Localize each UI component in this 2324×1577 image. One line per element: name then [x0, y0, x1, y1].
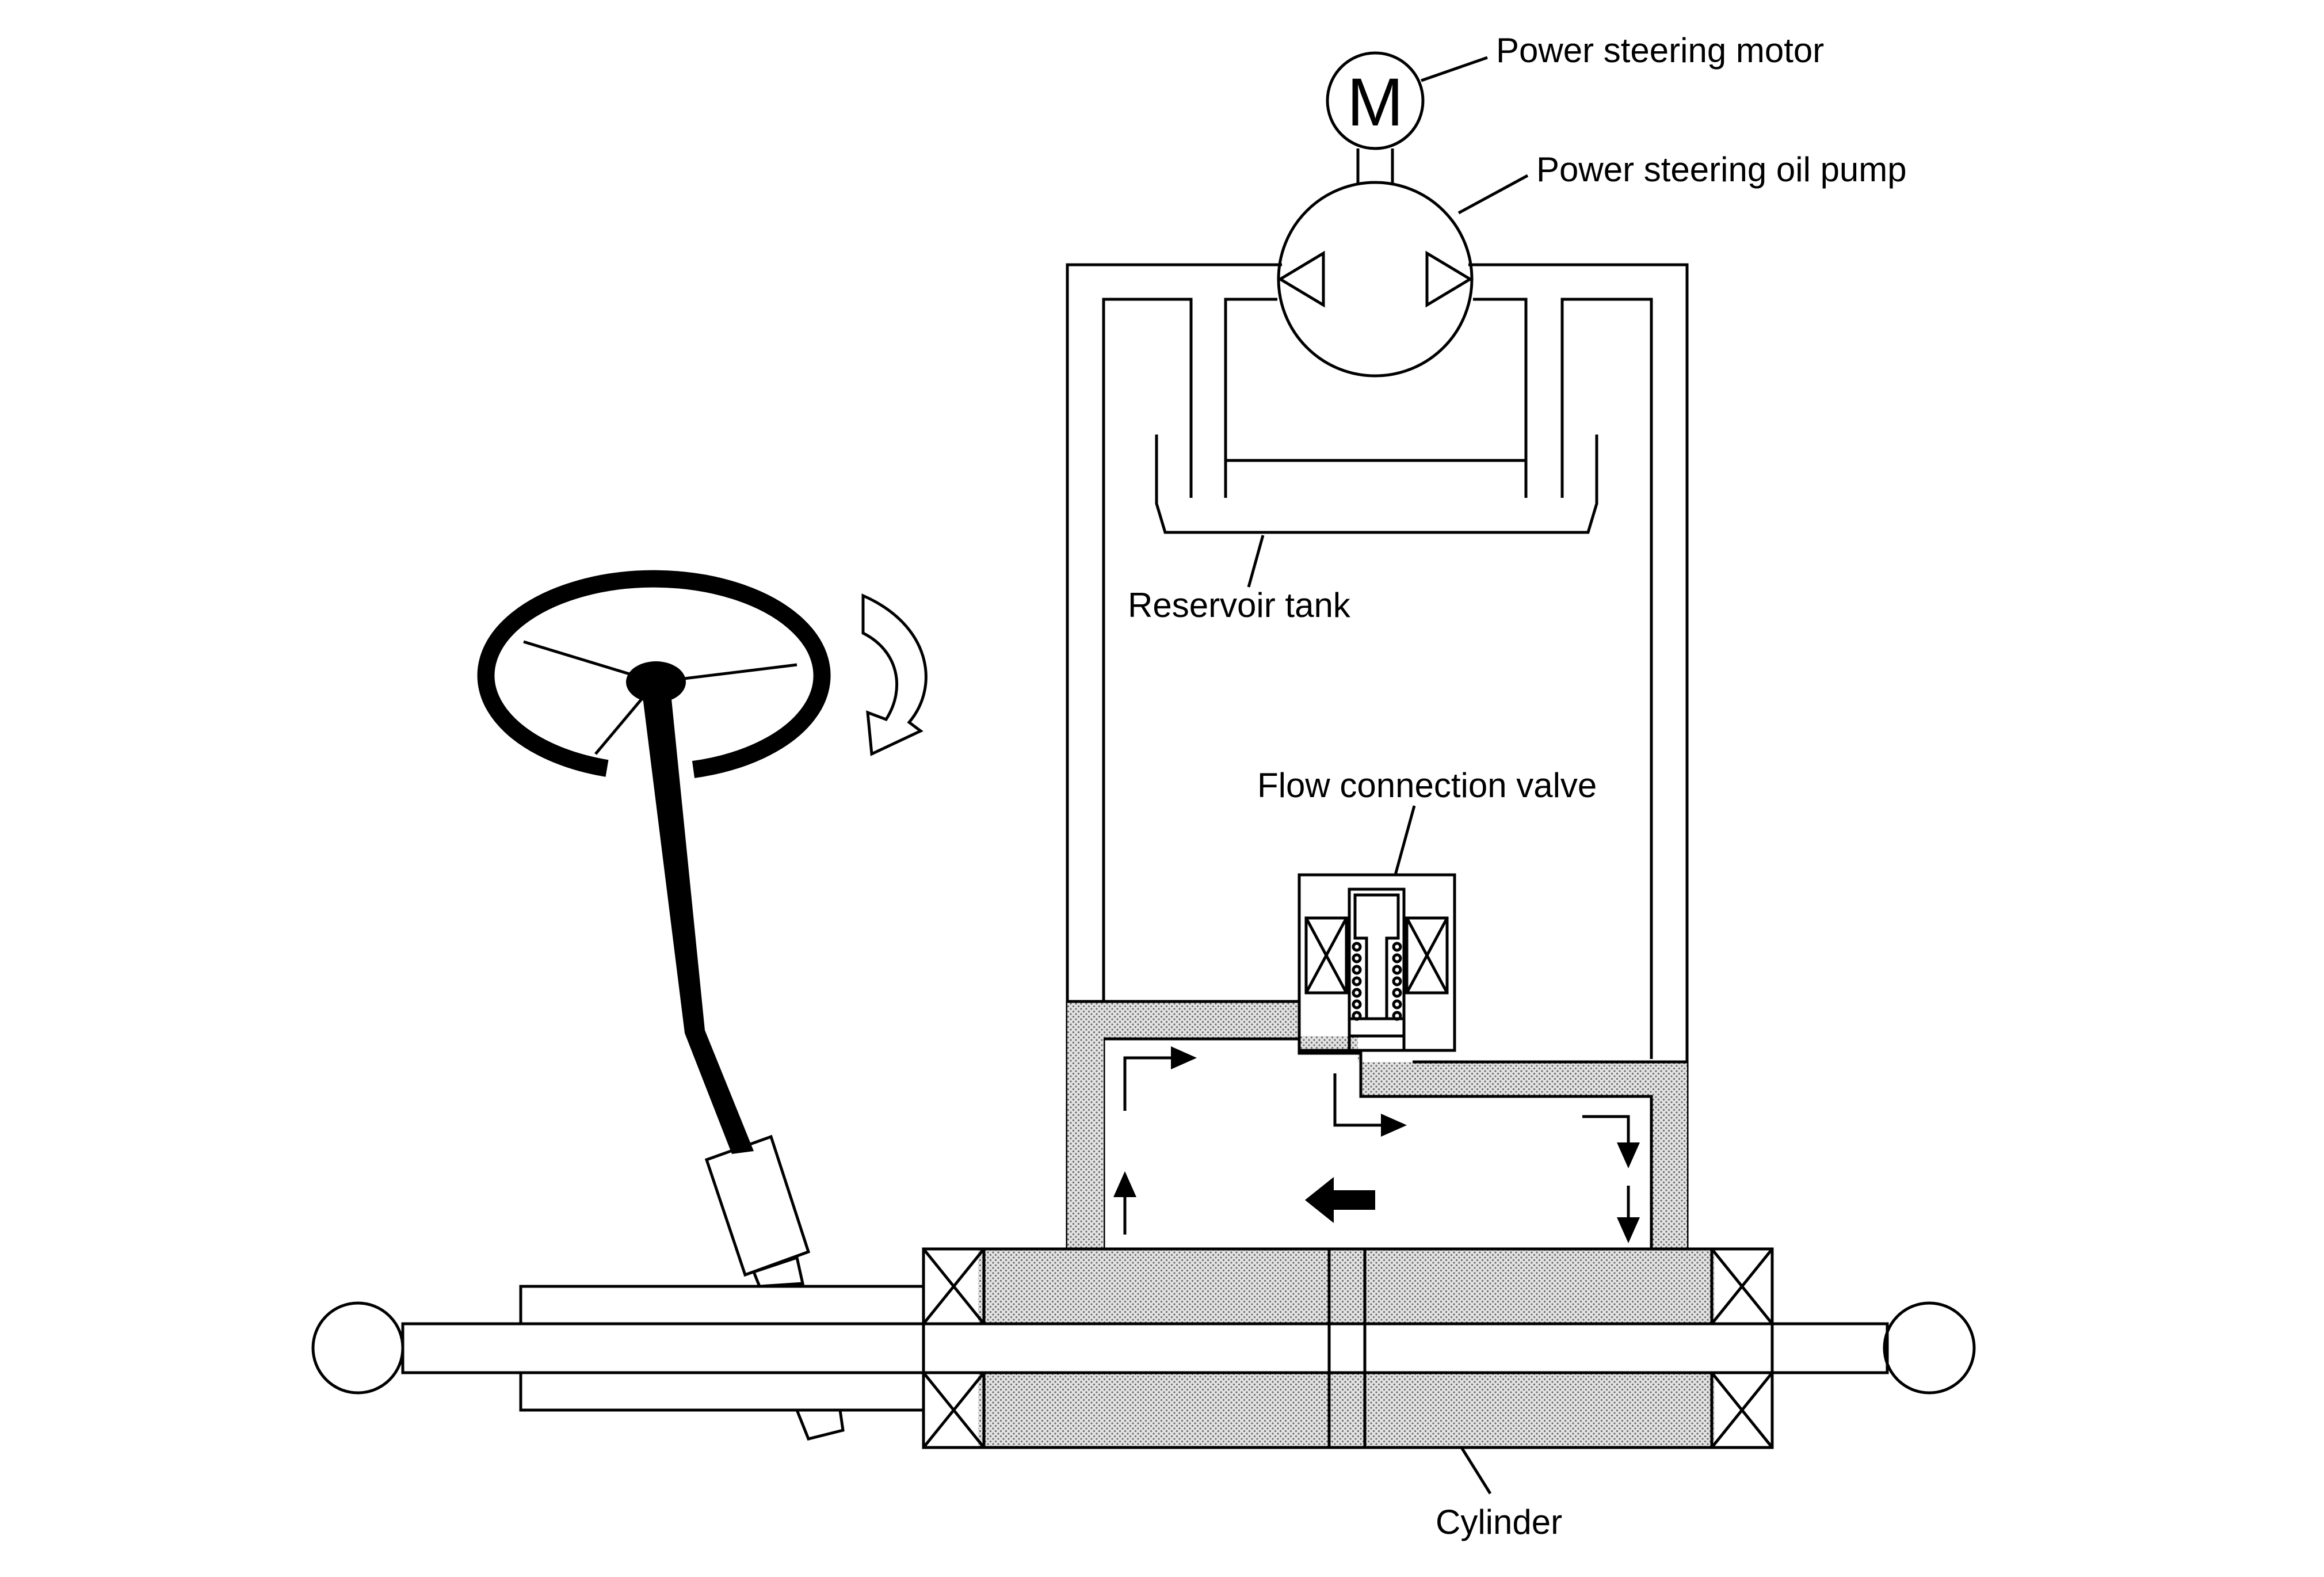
- reservoir-tank: [1155, 435, 1598, 534]
- right-tie-rod-end: [1883, 1301, 1976, 1395]
- flow-arrows: [1113, 1046, 1640, 1243]
- left-tie-rod-end: [311, 1301, 404, 1395]
- label-power-steering-motor: Power steering motor: [1421, 31, 1824, 82]
- steering-wheel: [477, 570, 831, 778]
- flow-arrow-valve-out: [1333, 1073, 1407, 1137]
- label-flow-connection-valve: Flow connection valve: [1257, 766, 1597, 875]
- svg-text:Power steering motor: Power steering motor: [1496, 31, 1824, 70]
- svg-text:Power steering oil pump: Power steering oil pump: [1536, 150, 1907, 189]
- flow-arrow-top-left: [1123, 1046, 1197, 1111]
- svg-text:Cylinder: Cylinder: [1436, 1503, 1562, 1541]
- left-seal: [922, 1247, 986, 1449]
- right-seal: [1710, 1247, 1774, 1449]
- rack-direction-arrow: [1305, 1177, 1375, 1223]
- hydraulic-lines: [1066, 263, 1689, 1249]
- motor-symbol: M: [1347, 64, 1403, 140]
- pinion-housing: [704, 1134, 811, 1277]
- label-cylinder: Cylinder: [1436, 1446, 1562, 1541]
- power-steering-oil-pump: [1277, 181, 1474, 378]
- cylinder: [922, 1000, 1774, 1449]
- rotation-arrow-icon: [861, 593, 928, 756]
- label-power-steering-oil-pump: Power steering oil pump: [1457, 150, 1907, 215]
- flow-connection-valve: [1298, 873, 1456, 1052]
- flow-arrow-right-down-1: [1582, 1115, 1640, 1168]
- svg-text:Flow connection valve: Flow connection valve: [1257, 766, 1597, 805]
- valve-spring: [1352, 942, 1402, 1021]
- power-steering-motor: M: [1326, 51, 1425, 183]
- steering-column: [642, 688, 811, 1288]
- label-reservoir-tank: Reservoir tank: [1128, 535, 1351, 624]
- rack-bar: [311, 1247, 1976, 1449]
- svg-text:Reservoir tank: Reservoir tank: [1128, 586, 1351, 624]
